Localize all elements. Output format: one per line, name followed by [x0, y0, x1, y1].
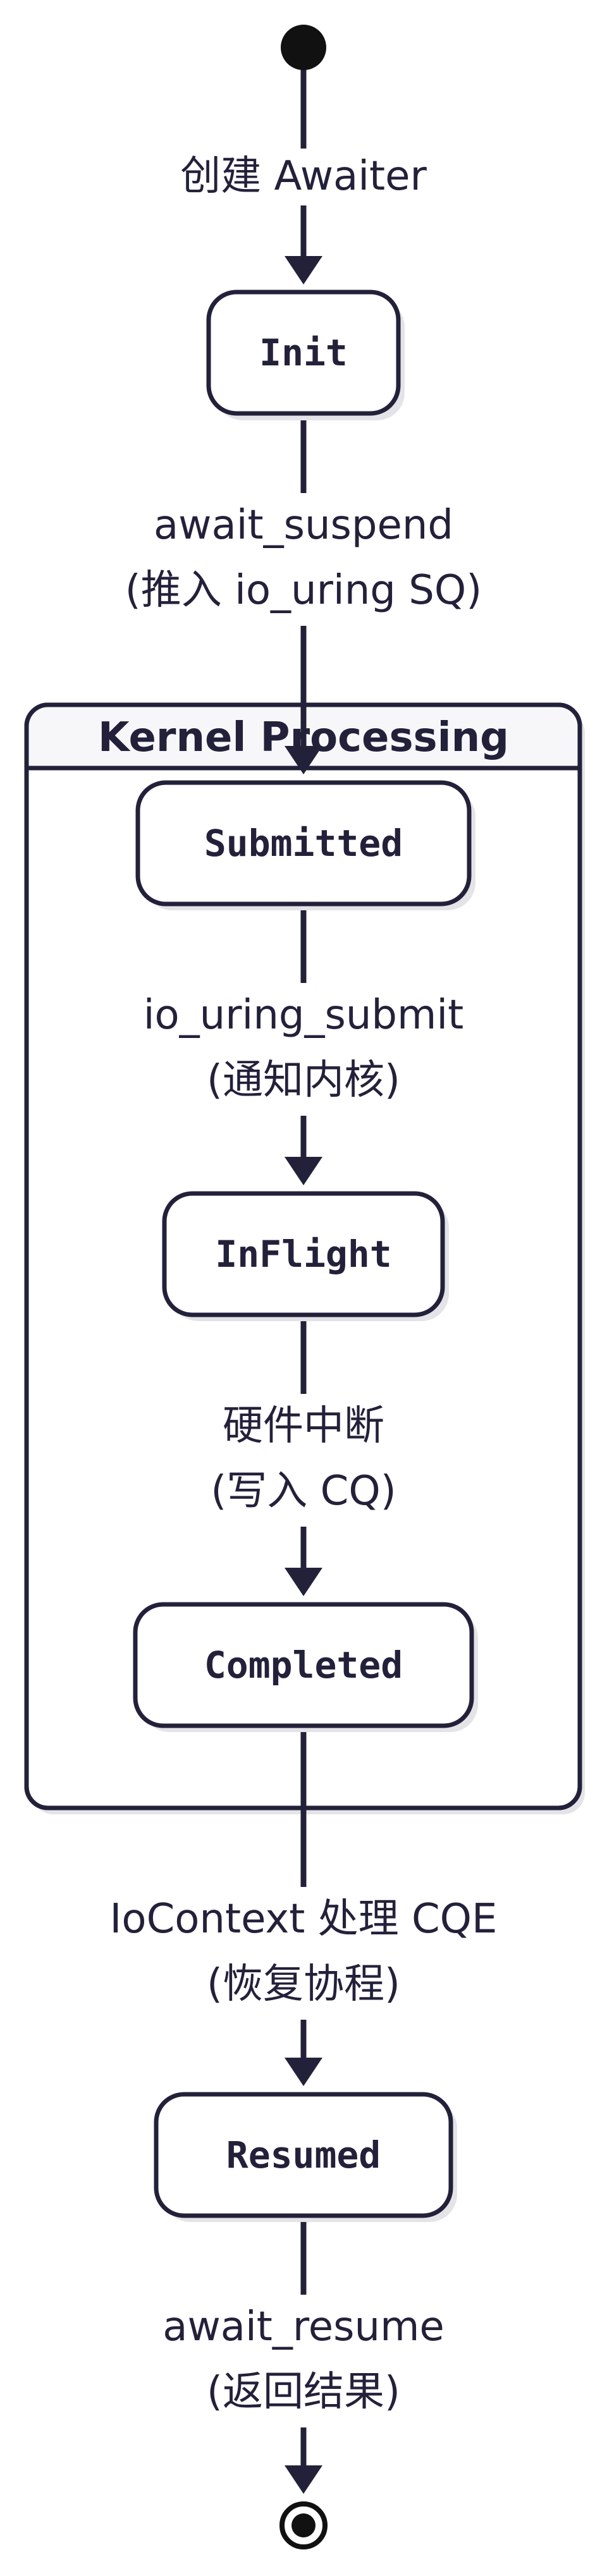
state-label-completed: Completed: [204, 1644, 403, 1687]
svg-text:await_resume: await_resume: [162, 2304, 445, 2350]
svg-text:(通知内核): (通知内核): [207, 1057, 400, 1104]
edge-label-start-to-init: 创建 Awaiter: [161, 149, 446, 205]
svg-text:IoContext 处理 CQE: IoContext 处理 CQE: [110, 1896, 498, 1943]
state-init: Init: [206, 290, 405, 420]
edge-label-init-to-submitted: await_suspend (推入 io_uring SQ): [111, 493, 496, 626]
svg-text:io_uring_submit: io_uring_submit: [144, 992, 464, 1039]
svg-text:硬件中断: 硬件中断: [223, 1403, 384, 1450]
state-completed: Completed: [133, 1602, 478, 1732]
state-inflight: InFlight: [162, 1191, 449, 1321]
state-resumed: Resumed: [154, 2092, 457, 2222]
edge-label-submitted-to-inflight: io_uring_submit (通知内核): [123, 983, 484, 1116]
state-label-submitted: Submitted: [204, 822, 403, 865]
state-label-resumed: Resumed: [226, 2133, 381, 2176]
edge-label-resumed-to-end: await_resume (返回结果): [145, 2295, 462, 2427]
svg-text:(恢复协程): (恢复协程): [207, 1961, 400, 2008]
final-state: [279, 2501, 328, 2549]
svg-text:创建 Awaiter: 创建 Awaiter: [180, 153, 427, 200]
edge-label-completed-to-resumed: IoContext 处理 CQE (恢复协程): [95, 1887, 512, 2020]
edge-label-inflight-to-completed: 硬件中断 (写入 CQ): [202, 1394, 405, 1527]
state-submitted: Submitted: [135, 780, 475, 910]
svg-text:(写入 CQ): (写入 CQ): [211, 1468, 396, 1515]
svg-text:await_suspend: await_suspend: [154, 502, 453, 549]
svg-text:(推入 io_uring SQ): (推入 io_uring SQ): [125, 567, 482, 614]
svg-text:(返回结果): (返回结果): [207, 2369, 400, 2415]
state-label-init: Init: [259, 331, 348, 374]
state-label-inflight: InFlight: [215, 1233, 391, 1276]
initial-state: [281, 25, 326, 70]
